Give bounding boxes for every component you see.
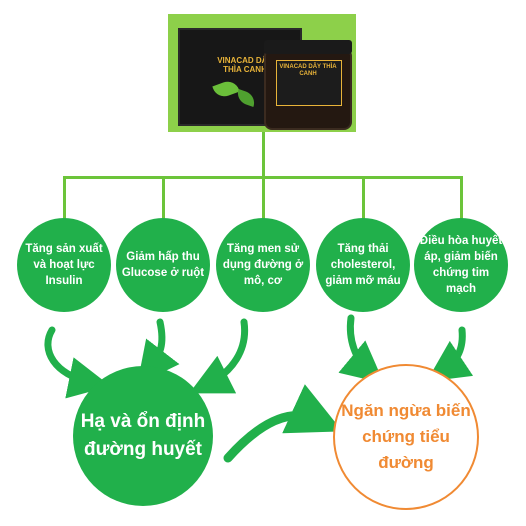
connector-drop-3 <box>262 176 265 220</box>
connector-vertical-main <box>262 132 265 178</box>
benefit-label: Tăng sản xuất và hoạt lực Insulin <box>25 243 103 287</box>
arrow-icon <box>137 318 180 385</box>
benefit-circle-glucose: Giảm hấp thu Glucose ở ruột <box>116 218 210 312</box>
product-jar-label: VINACAD DÂY THÌA CANH <box>279 64 337 77</box>
connector-drop-4 <box>362 176 365 220</box>
benefit-circle-enzyme: Tăng men sử dụng đường ở mô, cơ <box>216 218 310 312</box>
benefit-circle-cholesterol: Tăng thải cholesterol, giảm mỡ máu <box>316 218 410 312</box>
benefit-label: Tăng thải cholesterol, giảm mỡ máu <box>325 243 401 287</box>
outcome-prevent-label: Ngăn ngừa biến chứng tiểu đường <box>341 401 471 472</box>
arrow-icon <box>338 314 385 384</box>
benefit-label: Tăng men sử dụng đường ở mô, cơ <box>222 243 304 287</box>
product-box-label: VINACAD DÂY THÌA CANH <box>217 56 273 74</box>
arrow-icon <box>223 384 343 463</box>
connector-drop-1 <box>63 176 66 220</box>
benefit-label: Điều hòa huyết áp, giảm biến chứng tim m… <box>419 235 503 295</box>
arrow-icon <box>189 318 249 394</box>
connector-drop-5 <box>460 176 463 220</box>
jar-label-panel <box>276 60 342 106</box>
arrow-icon <box>426 326 474 382</box>
outcome-main-label: Hạ và ổn định đường huyết <box>80 411 206 460</box>
product-image: VINACAD DÂY THÌA CANH VINACAD DÂY THÌA C… <box>168 14 356 132</box>
jar-lid <box>264 40 352 54</box>
benefit-circle-blood-pressure: Điều hòa huyết áp, giảm biến chứng tim m… <box>414 218 508 312</box>
arrow-icon <box>44 326 111 399</box>
benefit-label: Giảm hấp thu Glucose ở ruột <box>121 251 205 279</box>
connector-drop-2 <box>162 176 165 220</box>
outcome-circle-prevent: Ngăn ngừa biến chứng tiểu đường <box>333 364 479 510</box>
benefit-circle-insulin: Tăng sản xuất và hoạt lực Insulin <box>17 218 111 312</box>
outcome-circle-blood-sugar: Hạ và ổn định đường huyết <box>73 366 213 506</box>
product-jar: VINACAD DÂY THÌA CANH <box>264 40 352 130</box>
